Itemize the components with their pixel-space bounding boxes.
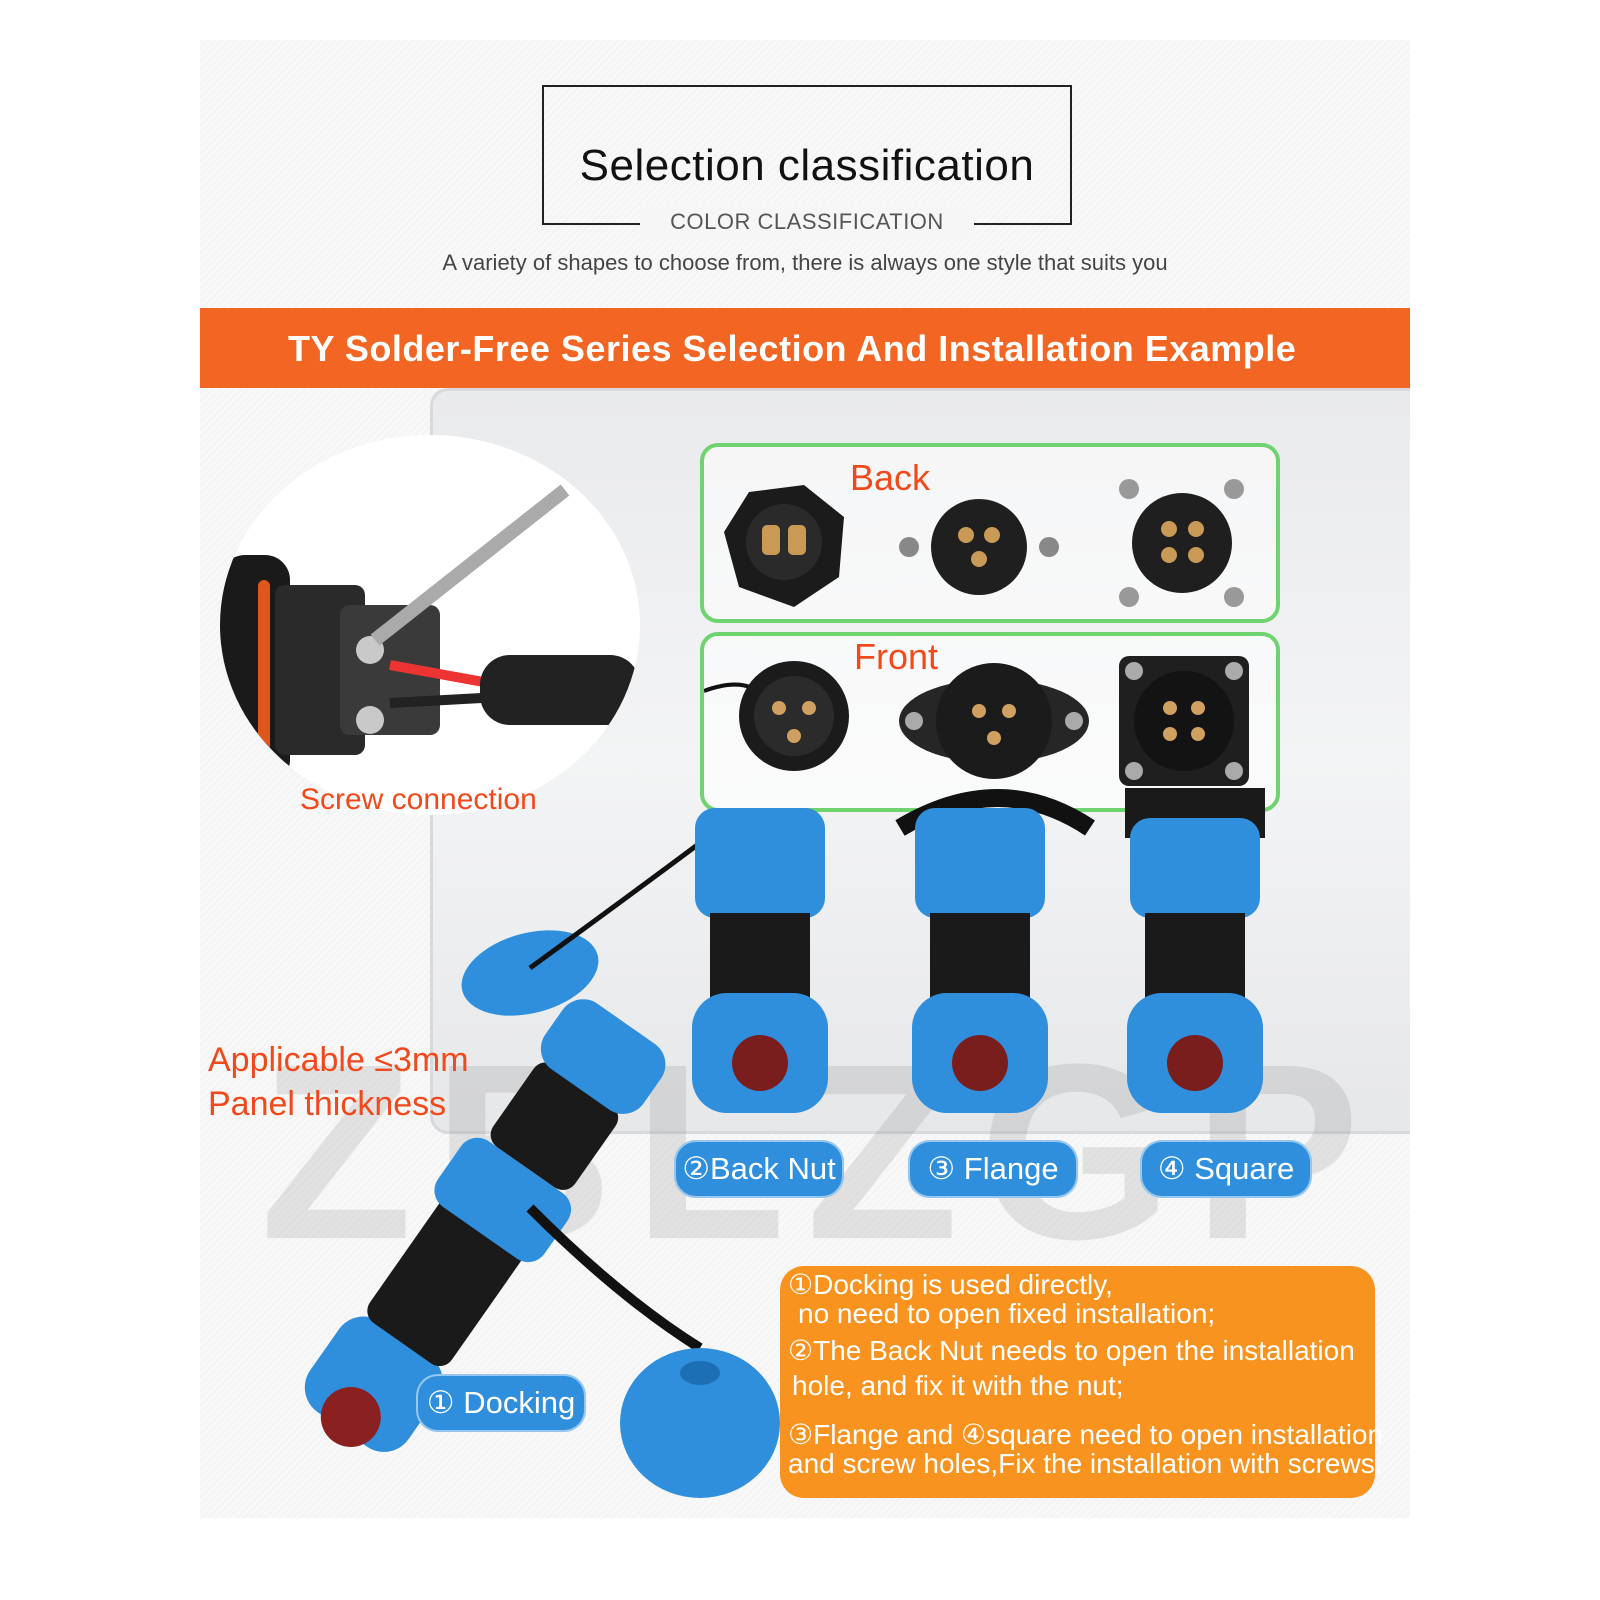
- square-pill: ④ Square: [1140, 1140, 1312, 1198]
- note-line: ③Flange and ④square need to open install…: [788, 1419, 1384, 1450]
- mounted-connectors-icon: [461, 788, 1265, 1113]
- note-line: ①Docking is used directly,: [788, 1269, 1113, 1300]
- product-photo: ZBLZGP Back: [200, 388, 1410, 1518]
- note-line: no need to open fixed installation;: [798, 1298, 1216, 1329]
- front-panel: Front: [700, 632, 1280, 812]
- subtitle-text: COLOR CLASSIFICATION: [670, 209, 944, 234]
- panel-thickness-spec: Applicable ≤3mm Panel thickness: [208, 1038, 469, 1126]
- banner-text: TY Solder-Free Series Selection And Inst…: [288, 328, 1297, 369]
- front-connectors-icon: [704, 656, 1249, 786]
- note-line: and screw holes,Fix the installation wit…: [788, 1448, 1383, 1479]
- tagline: A variety of shapes to choose from, ther…: [442, 250, 1168, 275]
- docking-pill: ① Docking: [416, 1374, 586, 1432]
- screw-terminal-icon: [220, 484, 640, 785]
- back-connectors-icon: [724, 479, 1244, 607]
- screw-connection-label: Screw connection: [300, 783, 537, 816]
- spec-line-1: Applicable ≤3mm: [208, 1041, 469, 1079]
- docking-connector-icon: [304, 999, 780, 1498]
- back-label: Back: [850, 457, 931, 498]
- note-line: ②The Back Nut needs to open the installa…: [788, 1335, 1355, 1366]
- note-line: hole, and fix it with the nut;: [792, 1370, 1124, 1401]
- back-nut-pill: ②Back Nut: [674, 1140, 844, 1198]
- front-label: Front: [854, 636, 939, 677]
- installation-notes: ①Docking is used directly, no need to op…: [780, 1266, 1383, 1498]
- product-sheet: Selection classification COLOR CLASSIFIC…: [200, 40, 1410, 1518]
- series-banner: TY Solder-Free Series Selection And Inst…: [200, 308, 1410, 388]
- back-panel: Back: [700, 443, 1280, 623]
- screw-connection-inset: [220, 435, 640, 815]
- subtitle: COLOR CLASSIFICATION: [640, 204, 974, 240]
- spec-line-2: Panel thickness: [208, 1085, 447, 1123]
- page-title: Selection classification: [579, 141, 1035, 190]
- flange-pill: ③ Flange: [908, 1140, 1078, 1198]
